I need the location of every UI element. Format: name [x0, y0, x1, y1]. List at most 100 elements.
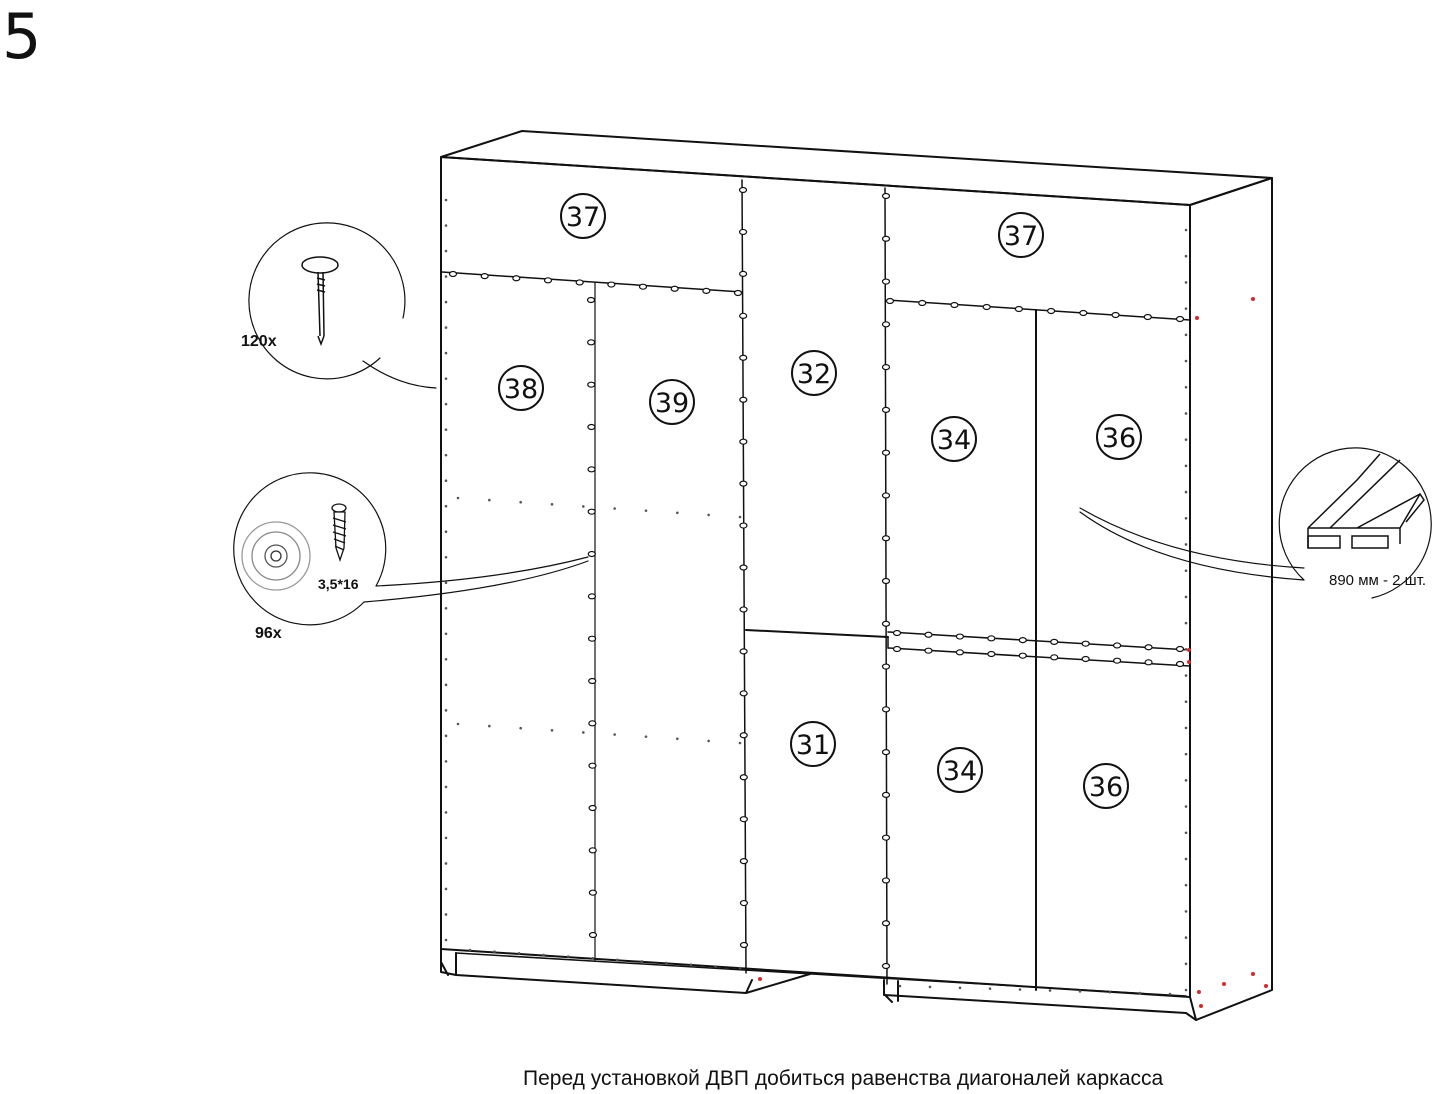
nail-mark: [924, 631, 933, 638]
nail-mark: [881, 577, 891, 585]
panel-label-circle: [560, 193, 606, 239]
nail-mark: [575, 279, 584, 286]
joint-32-31: [745, 629, 889, 638]
screw-dot: [468, 948, 472, 952]
nail-mark: [739, 941, 749, 949]
panel-label-37: 37: [1004, 221, 1038, 252]
nail-mark: [739, 270, 748, 277]
screw-dot: [488, 724, 491, 728]
screw-dot: [1184, 438, 1188, 441]
nail-mark: [1144, 659, 1153, 666]
panel-label-circle: [937, 747, 983, 793]
nail-mark: [1014, 305, 1023, 313]
screw-dot: [1078, 990, 1082, 993]
screw-dot: [613, 733, 616, 736]
panel-label-37: 37: [566, 202, 600, 233]
nail-mark: [739, 606, 748, 613]
screw-dot: [1184, 831, 1188, 835]
nail-mark: [587, 635, 597, 642]
screw-dot: [444, 862, 448, 865]
screw-dot: [1184, 569, 1188, 572]
screw-dot: [738, 966, 742, 970]
screw-dot: [988, 987, 992, 990]
screw-dot: [444, 555, 448, 559]
nail-mark: [670, 285, 679, 292]
screw-dot: [898, 984, 902, 988]
panel-label-34: 34: [937, 425, 971, 456]
nail-mark: [1175, 660, 1185, 668]
panel-label-36: 36: [1102, 423, 1136, 454]
screw-dot: [1184, 779, 1188, 782]
screw-dot: [714, 965, 717, 968]
nail-mark: [881, 791, 891, 798]
nail-mark: [1144, 644, 1153, 651]
nail-mark: [918, 299, 927, 307]
panel-label-circle: [931, 416, 977, 462]
panel-label-circle: [1083, 763, 1129, 809]
nail-mark: [881, 962, 891, 970]
nail-mark: [950, 301, 959, 309]
screw-dot: [1184, 648, 1188, 651]
nail-mark: [587, 381, 596, 388]
nail-mark: [892, 645, 902, 653]
nail-mark: [638, 283, 648, 290]
screw-dot: [1108, 990, 1112, 994]
nail-mark: [881, 706, 891, 713]
panel-label-31: 31: [796, 730, 830, 761]
screw-dot: [444, 581, 448, 585]
screw-dot: [1184, 936, 1188, 939]
nail-mark: [739, 690, 748, 697]
nail-mark: [588, 889, 597, 896]
nail-mark: [739, 522, 748, 529]
screw-dot: [1138, 991, 1142, 995]
screw-icon: [241, 503, 347, 591]
screw-dot: [1184, 385, 1188, 389]
joint-top-right: [887, 299, 1191, 321]
joint-right-mid-a: [887, 631, 1191, 651]
panel-label-circle: [1096, 414, 1142, 460]
cabinet-side: [1189, 177, 1273, 1021]
joint-right-vertical: [884, 187, 888, 985]
nail-mark: [739, 438, 748, 445]
screw-dot: [1184, 805, 1188, 808]
nail-mark: [588, 847, 597, 854]
nail-mark: [1018, 652, 1027, 659]
cabinet-top: [440, 130, 1273, 206]
nail-mark: [881, 278, 891, 285]
nail-mark: [1050, 638, 1059, 645]
screw-dot: [493, 950, 496, 953]
nail-mark: [739, 396, 748, 403]
screw-dot: [644, 509, 648, 512]
nail-mark: [1047, 307, 1056, 315]
screw-dot: [444, 785, 448, 789]
nail-mark: [1081, 640, 1090, 647]
screw-dot: [444, 760, 448, 763]
screw-dot: [444, 658, 448, 661]
nail-mark: [588, 804, 597, 812]
screw-dot: [444, 428, 448, 431]
nail-mark: [881, 877, 891, 884]
nail-mark: [587, 508, 596, 515]
nail-mark: [955, 649, 964, 656]
nail-mark: [739, 312, 748, 319]
nail-mark: [587, 550, 596, 558]
screw-dot: [1184, 490, 1188, 494]
screw-dot: [444, 326, 448, 329]
nail-mark: [881, 834, 891, 841]
joint-left-vertical: [741, 179, 747, 974]
nail-icon: [301, 256, 339, 347]
screw-dot: [1184, 752, 1188, 756]
screw-dot: [550, 503, 554, 506]
nail-mark: [543, 277, 553, 284]
screw-dot: [444, 683, 448, 687]
screw-dot: [1184, 412, 1188, 415]
screw-dot: [444, 377, 448, 380]
nail-mark: [881, 535, 891, 542]
screw-dot: [444, 453, 448, 457]
nail-mark: [587, 423, 596, 431]
screw-dot: [444, 351, 448, 355]
screw-dot: [550, 729, 554, 732]
nail-mark: [987, 650, 996, 658]
screw-dot: [444, 504, 448, 508]
